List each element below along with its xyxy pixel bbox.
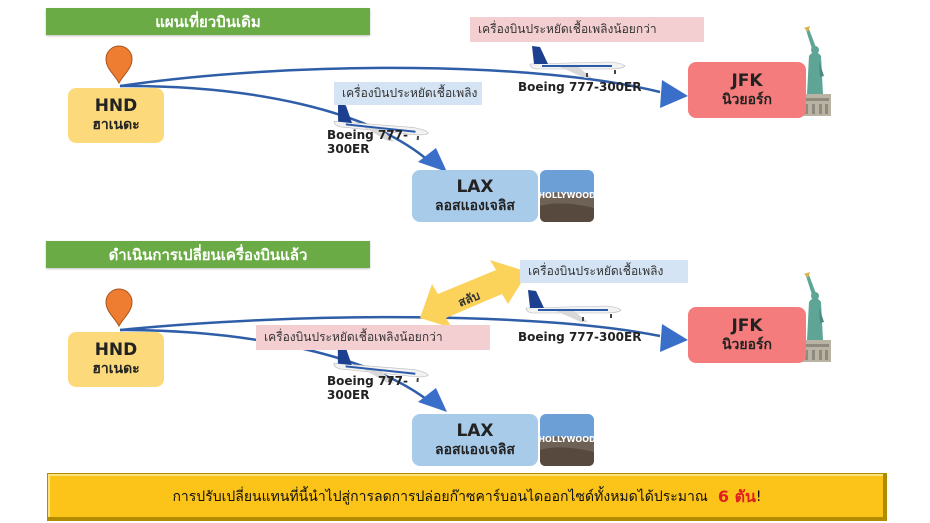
- airport-city: ลอสแองเจลิส: [435, 197, 515, 214]
- aircraft-label-lax: Boeing 777- 300ER: [327, 128, 408, 157]
- location-pin-icon: [105, 288, 133, 327]
- section-title-original: แผนเที่ยวบินเดิม: [46, 8, 370, 35]
- airport-node-lax: LAX ลอสแองเจลิส: [412, 170, 538, 222]
- summary-suffix: !: [755, 489, 762, 505]
- aircraft-line1: Boeing 777-: [327, 128, 408, 142]
- airport-city: ฮาเนดะ: [92, 361, 140, 378]
- route-hnd-jfk-1-arrowhead: [660, 80, 688, 108]
- airport-code: HND: [94, 340, 138, 361]
- airport-node-lax: LAX ลอสแองเจลิส: [412, 414, 538, 466]
- hollywood-text: HOLLYWOOD: [538, 435, 596, 444]
- route-tag-jfk: เครื่องบินประหยัดเชื้อเพลิงน้อยกว่า: [470, 17, 704, 42]
- airport-node-hnd: HND ฮาเนดะ: [68, 332, 164, 387]
- summary-highlight: 6 ตัน: [717, 486, 756, 506]
- summary-text: การปรับเปลี่ยนแทนที่นี้นำไปสู่การลดการปล…: [172, 489, 708, 505]
- airport-node-hnd: HND ฮาเนดะ: [68, 88, 164, 143]
- aircraft-label-jfk: Boeing 777-300ER: [518, 330, 642, 344]
- aircraft-line2: 300ER: [327, 142, 370, 157]
- swap-arrow: [420, 260, 528, 328]
- airport-code: LAX: [456, 176, 494, 197]
- airport-code: HND: [94, 96, 138, 117]
- airport-city: ฮาเนดะ: [92, 117, 140, 134]
- route-tag-lax: เครื่องบินประหยัดเชื้อเพลิงน้อยกว่า: [256, 325, 490, 350]
- aircraft-line2: 300ER: [327, 388, 370, 403]
- route-hnd-lax-2-arrowhead: [418, 388, 447, 412]
- route-hnd-lax-1: [119, 84, 431, 163]
- aircraft-label-jfk: Boeing 777-300ER: [518, 80, 642, 94]
- airport-city: นิวยอร์ก: [721, 91, 773, 108]
- aircraft-line1: Boeing 777-: [327, 374, 408, 388]
- airport-node-jfk: JFK นิวยอร์ก: [688, 307, 806, 363]
- airport-code: LAX: [456, 420, 494, 441]
- airport-node-jfk: JFK นิวยอร์ก: [688, 62, 806, 118]
- airplane-icon: [525, 289, 622, 323]
- route-tag-jfk: เครื่องบินประหยัดเชื้อเพลิง: [520, 260, 688, 283]
- airport-code: JFK: [731, 70, 763, 91]
- route-hnd-jfk-2: [119, 315, 661, 338]
- airport-city: นิวยอร์ก: [721, 336, 773, 353]
- airport-city: ลอสแองเจลิส: [435, 441, 515, 458]
- route-tag-lax: เครื่องบินประหยัดเชื้อเพลิง: [334, 82, 482, 105]
- airport-code: JFK: [731, 315, 763, 336]
- route-hnd-lax-1-arrowhead: [418, 148, 447, 172]
- route-hnd-jfk-1: [119, 66, 661, 94]
- location-pin-icon: [105, 45, 133, 84]
- summary-bar: การปรับเปลี่ยนแทนที่นี้นำไปสู่การลดการปล…: [47, 473, 887, 521]
- section-title-changed: ดำเนินการเปลี่ยนเครื่องบินแล้ว: [46, 241, 370, 268]
- route-hnd-jfk-2-arrowhead: [660, 324, 688, 352]
- aircraft-label-lax: Boeing 777- 300ER: [327, 374, 408, 403]
- hollywood-text: HOLLYWOOD: [538, 191, 596, 200]
